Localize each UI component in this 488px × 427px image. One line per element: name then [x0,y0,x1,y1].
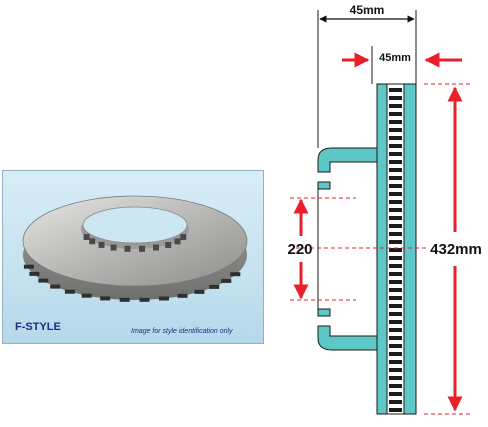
hat-window [89,238,96,245]
vent-ladder [389,88,402,412]
vent-rung [389,152,402,156]
vent-rung [389,192,402,196]
hat-wall-tab-bottom [317,308,331,317]
vent-rung [389,216,402,220]
vent-rung [389,224,402,228]
vent-rung [389,280,402,284]
vent-rung [389,248,402,252]
identification-note: Image for style identification only [131,328,233,335]
rotor-vent-slot [139,297,150,302]
hat-window [165,242,172,248]
vent-rung [389,328,402,332]
outer-diameter-label: 432mm [430,241,482,258]
vent-rung [389,384,402,388]
rotor-photo-image [22,195,248,302]
rotor-vent-slot [221,278,232,283]
vent-rung [389,208,402,212]
vent-rung [389,264,402,268]
hat-window [98,241,105,248]
left-friction-plate [376,83,388,415]
vent-rung [389,144,402,148]
vent-rung [389,408,402,412]
vent-rung [389,376,402,380]
rotor-vent-slot [177,293,188,298]
rotor-vent-slot [29,271,40,276]
vent-rung [389,136,402,140]
vent-rung [389,272,402,276]
bore-diameter-label: 220 [287,241,312,258]
vent-rung [389,288,402,292]
rotor-photo-panel: F-STYLE Image for style identification o… [2,170,264,344]
vent-rung [389,160,402,164]
hat-window [83,234,90,240]
vent-rung [389,296,402,300]
vent-rung [389,304,402,308]
vent-rung [389,256,402,260]
vent-rung [389,336,402,340]
rotor-section [317,83,417,415]
hat-window [110,244,117,251]
hat-wall-tab-top [317,181,331,190]
vent-rung [389,184,402,188]
rotor-vent-slot [209,284,220,289]
vent-rung [389,200,402,204]
vent-rung [389,120,402,124]
vent-rung [389,392,402,396]
rotor-center-bore [82,206,188,244]
vent-rung [389,344,402,348]
vent-rung [389,112,402,116]
vent-rung [389,232,402,236]
vent-rung [389,88,402,92]
vent-rung [389,320,402,324]
hat-window [139,245,145,252]
vent-rung [389,312,402,316]
rotor-vent-slot [230,272,241,277]
vent-rung [389,168,402,172]
inner-width-label: 45mm [379,52,411,64]
rotor-vent-slot [159,296,169,301]
hat-flange-top [317,147,378,173]
hat-window [174,238,181,245]
vent-rung [389,400,402,404]
hat-flange-bottom [317,325,378,351]
rotor-vent-slots [23,264,241,302]
vent-rung [389,240,402,244]
rotor-vent-slot [38,278,49,283]
vent-rung [389,352,402,356]
hat-window [124,245,131,252]
vent-rung [389,128,402,132]
rotor-vent-slot [194,289,205,294]
rotor-vent-slot [119,297,130,302]
vent-rung [389,360,402,364]
right-friction-plate [403,83,417,415]
rotor-vent-slot [23,264,34,269]
vent-rung [389,176,402,180]
top-width-label: 45mm [350,3,385,17]
rotor-vent-slot [100,296,111,301]
vent-rung [389,96,402,100]
rotor-vent-slot [50,284,61,289]
style-label: F-STYLE [15,321,61,333]
hat-window [180,234,187,241]
hat-window [153,244,159,251]
rotor-vent-slot [81,293,92,298]
rotor-bore-windows [83,234,187,252]
vent-rung [389,104,402,108]
rotor-vent-slot [64,289,75,294]
vent-rung [389,368,402,372]
